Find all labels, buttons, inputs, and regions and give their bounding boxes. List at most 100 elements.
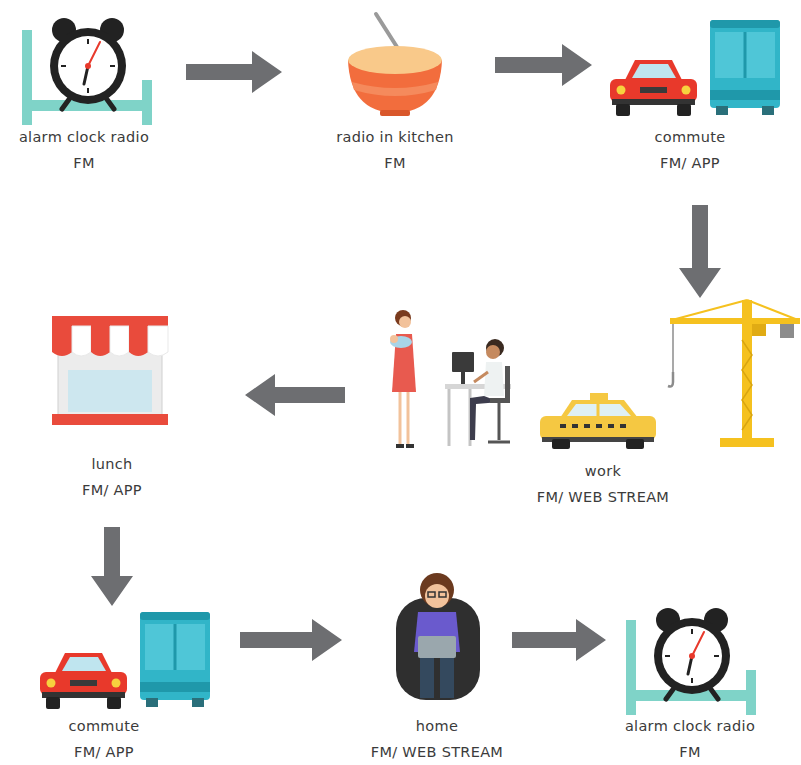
awning-stripe [72,326,91,356]
flow-arrow [679,205,721,298]
baby-head [390,335,398,343]
awning-stripe [129,326,148,356]
bowl-band [352,82,438,96]
awning-stripe [91,326,110,356]
stage-label: radio in kitchen [336,124,454,150]
home-figure [396,573,480,700]
baby [390,336,412,348]
flow-arrow [512,619,606,661]
armchair [396,598,480,700]
node-text-group: workFM/ WEB STREAM [493,458,713,510]
desk-leg [448,389,451,446]
chair-post [498,403,501,440]
crane-weight [780,324,794,338]
shop-base [52,414,168,425]
shop-wall [58,345,162,423]
stage-label: work [585,458,621,484]
taxi-wheel [552,439,570,449]
awning-stripe [110,326,129,356]
flow-arrow [186,51,282,93]
taxi-pillar [597,404,600,416]
chair-foot [488,441,510,444]
stage-label: alarm clock radio [19,124,149,150]
alarm-clock-icon [22,18,152,125]
stage-label: home [416,713,458,739]
crane-lattice [742,340,752,430]
node-text-group: commuteFM/ APP [580,124,800,176]
leg [399,392,402,445]
source-label: FM/ APP [660,150,720,176]
crane-icon [668,300,800,447]
taxi-body [540,416,656,440]
stage-node: radio in kitchenFM [282,0,495,178]
node-text-group: alarm clock radioFM [580,713,800,765]
node-text-group: commuteFM/ APP [0,713,214,765]
crane-stay [747,300,798,320]
source-label: FM/ WEB STREAM [537,484,669,510]
node-text-group: homeFM/ WEB STREAM [327,713,547,765]
shoe [406,444,414,448]
taxi-check [560,424,566,428]
stage-node: alarm clock radioFM [606,590,796,765]
crane-mast [742,300,752,440]
taxi-window [567,404,631,416]
porridge [348,46,442,74]
head [486,345,500,359]
stage-label: commute [69,713,140,739]
source-label: FM [73,150,94,176]
stage-node: commuteFM/ APP [592,10,797,205]
taxi-wheel [626,439,644,449]
alarm-clock-icon [626,608,756,715]
shop-icon [52,316,168,425]
flow-arrow [240,619,342,661]
source-label: FM [384,150,405,176]
head [399,316,411,328]
stage-node: workFM/ WEB STREAM [345,298,798,513]
monitor [452,352,474,372]
shoe [396,444,404,448]
car-icon [610,60,697,116]
awning-stripe [148,326,168,356]
crane-stay [672,300,747,320]
head [425,584,449,608]
shirt [484,362,504,396]
source-label: FM [679,739,700,765]
glasses [439,592,446,597]
node-text-group: radio in kitchenFM [285,124,505,176]
taxi-check [620,424,626,428]
bus-icon [710,20,780,115]
awning-top [52,316,168,326]
source-label: FM/ APP [74,739,134,765]
node-text-group: alarm clock radioFM [0,124,194,176]
bowl-icon [348,14,442,116]
taxi-icon [540,393,656,449]
stage-label: alarm clock radio [625,713,755,739]
stage-node: homeFM/ WEB STREAM [342,565,512,765]
crane-cab [752,324,766,336]
hair [420,573,454,607]
monitor-stand [461,372,465,384]
shop-window [68,370,152,412]
desk-worker-figure [445,339,511,446]
stage-node: commuteFM/ APP [30,606,240,765]
bus-icon [140,612,210,707]
bowl-foot [380,110,410,116]
source-label: FM/ WEB STREAM [371,739,503,765]
taxi-check [596,424,602,428]
awning-stripe [52,326,72,356]
crane-hook [668,372,673,387]
stage-label: commute [655,124,726,150]
stage-node: lunchFM/ APP [40,305,245,527]
stage-label: lunch [91,451,132,477]
crane-jib [670,318,800,324]
mother-figure [390,310,416,448]
taxi-check [608,424,614,428]
crane-cable [672,324,674,372]
laptop [418,636,456,658]
flow-arrow [245,374,345,416]
chair-back [505,366,510,400]
